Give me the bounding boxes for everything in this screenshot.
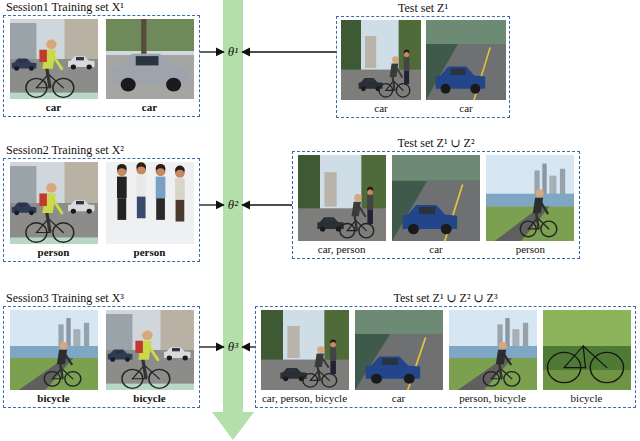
- test-set-box: Test set Z¹carcar: [336, 16, 510, 118]
- set-heading: Session3 Training set X³: [6, 291, 124, 306]
- sample-column: bicycle: [104, 310, 195, 405]
- arrow-connector: [242, 51, 336, 52]
- sample-photo: [543, 310, 631, 390]
- model-parameter: θ³: [225, 339, 241, 355]
- sample-photo: [10, 310, 98, 390]
- class-label: car, person, bicycle: [262, 392, 347, 405]
- sample-photo: [341, 20, 421, 100]
- sample-photo: [106, 19, 194, 99]
- arrow-connector: [242, 204, 292, 205]
- sample-photo: [261, 310, 349, 390]
- arrow-connector: [200, 51, 224, 52]
- class-label: person, bicycle: [459, 392, 526, 405]
- sample-photo: [426, 20, 506, 100]
- parameter-label: θ²: [228, 197, 238, 212]
- arrow-connector: [200, 346, 224, 347]
- class-label: car: [46, 101, 61, 114]
- model-parameter: θ¹: [225, 44, 241, 60]
- set-heading: Session2 Training set X²: [6, 143, 124, 158]
- class-label: car, person: [318, 243, 366, 256]
- sample-photo: [355, 310, 443, 390]
- class-label: car: [392, 392, 405, 405]
- training-set-box: Session1 Training set X¹carcar: [3, 15, 200, 117]
- parameter-label: θ¹: [228, 44, 238, 59]
- class-label: bicycle: [37, 392, 69, 405]
- sample-column: car: [341, 20, 421, 115]
- sample-column: car: [354, 310, 443, 405]
- sample-column: person, bicycle: [448, 310, 537, 405]
- sample-column: car, person: [297, 155, 386, 256]
- sample-column: bicycle: [542, 310, 631, 405]
- arrow-connector: [200, 204, 224, 205]
- sample-column: person: [104, 162, 195, 259]
- class-label: car: [459, 102, 472, 115]
- set-heading: Test set Z¹ ∪ Z² ∪ Z³: [256, 291, 635, 306]
- sample-column: car: [104, 19, 195, 114]
- model-parameter: θ²: [225, 197, 241, 213]
- sample-column: bicycle: [8, 310, 99, 405]
- sample-photo: [10, 19, 98, 99]
- class-label: bicycle: [571, 392, 603, 405]
- sample-photo: [486, 155, 574, 241]
- sample-photo: [449, 310, 537, 390]
- sample-photo: [392, 155, 480, 241]
- sample-column: person: [486, 155, 575, 256]
- class-label: person: [516, 243, 545, 256]
- class-label: person: [134, 246, 166, 259]
- test-set-box: Test set Z¹ ∪ Z²car, personcarperson: [292, 151, 580, 259]
- sample-column: car, person, bicycle: [260, 310, 349, 405]
- sample-photo: [10, 162, 98, 244]
- sample-column: car: [8, 19, 99, 114]
- arrow-connector: [242, 346, 255, 347]
- session-arrow: [212, 0, 254, 440]
- sample-photo: [106, 310, 194, 390]
- sample-photo: [298, 155, 386, 241]
- sample-column: car: [426, 20, 506, 115]
- sample-photo: [106, 162, 194, 244]
- training-set-box: Session3 Training set X³bicyclebicycle: [3, 306, 200, 408]
- class-label: car: [142, 101, 157, 114]
- set-heading: Test set Z¹: [337, 1, 509, 16]
- class-label: car: [429, 243, 442, 256]
- class-label: bicycle: [133, 392, 165, 405]
- training-set-box: Session2 Training set X²personperson: [3, 158, 200, 262]
- sample-column: car: [391, 155, 480, 256]
- test-set-box: Test set Z¹ ∪ Z² ∪ Z³car, person, bicycl…: [255, 306, 636, 408]
- parameter-label: θ³: [228, 339, 238, 354]
- set-heading: Test set Z¹ ∪ Z²: [293, 136, 579, 151]
- class-label: car: [374, 102, 387, 115]
- sample-column: person: [8, 162, 99, 259]
- class-label: person: [38, 246, 70, 259]
- set-heading: Session1 Training set X¹: [6, 0, 124, 15]
